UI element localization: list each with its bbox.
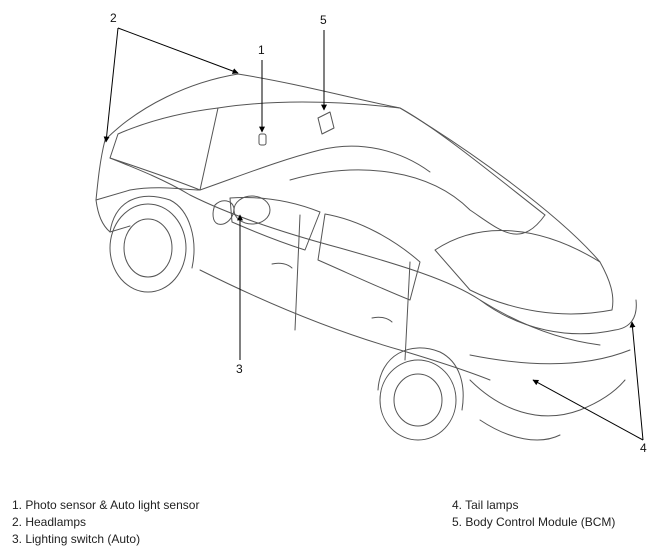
callout-3: 3 — [236, 362, 243, 376]
legend-right: 4. Tail lamps 5. Body Control Module (BC… — [452, 497, 615, 531]
callout-5: 5 — [320, 13, 327, 27]
component-location-diagram: 1 2 3 4 5 — [95, 11, 647, 455]
legend-left: 1. Photo sensor & Auto light sensor 2. H… — [12, 497, 199, 548]
callout-1: 1 — [258, 43, 265, 57]
legend-item-headlamps: 2. Headlamps — [12, 515, 87, 529]
callout-2: 2 — [110, 11, 117, 25]
leader-lines — [103, 27, 644, 441]
car-illustration — [95, 73, 637, 441]
legend-item-lighting-switch: 3. Lighting switch (Auto) — [12, 532, 141, 546]
callout-4: 4 — [640, 441, 647, 455]
legend-item-bcm: 5. Body Control Module (BCM) — [452, 515, 616, 529]
legend-item-tail-lamps: 4. Tail lamps — [452, 498, 519, 512]
legend-item-photo-sensor: 1. Photo sensor & Auto light sensor — [12, 498, 200, 512]
